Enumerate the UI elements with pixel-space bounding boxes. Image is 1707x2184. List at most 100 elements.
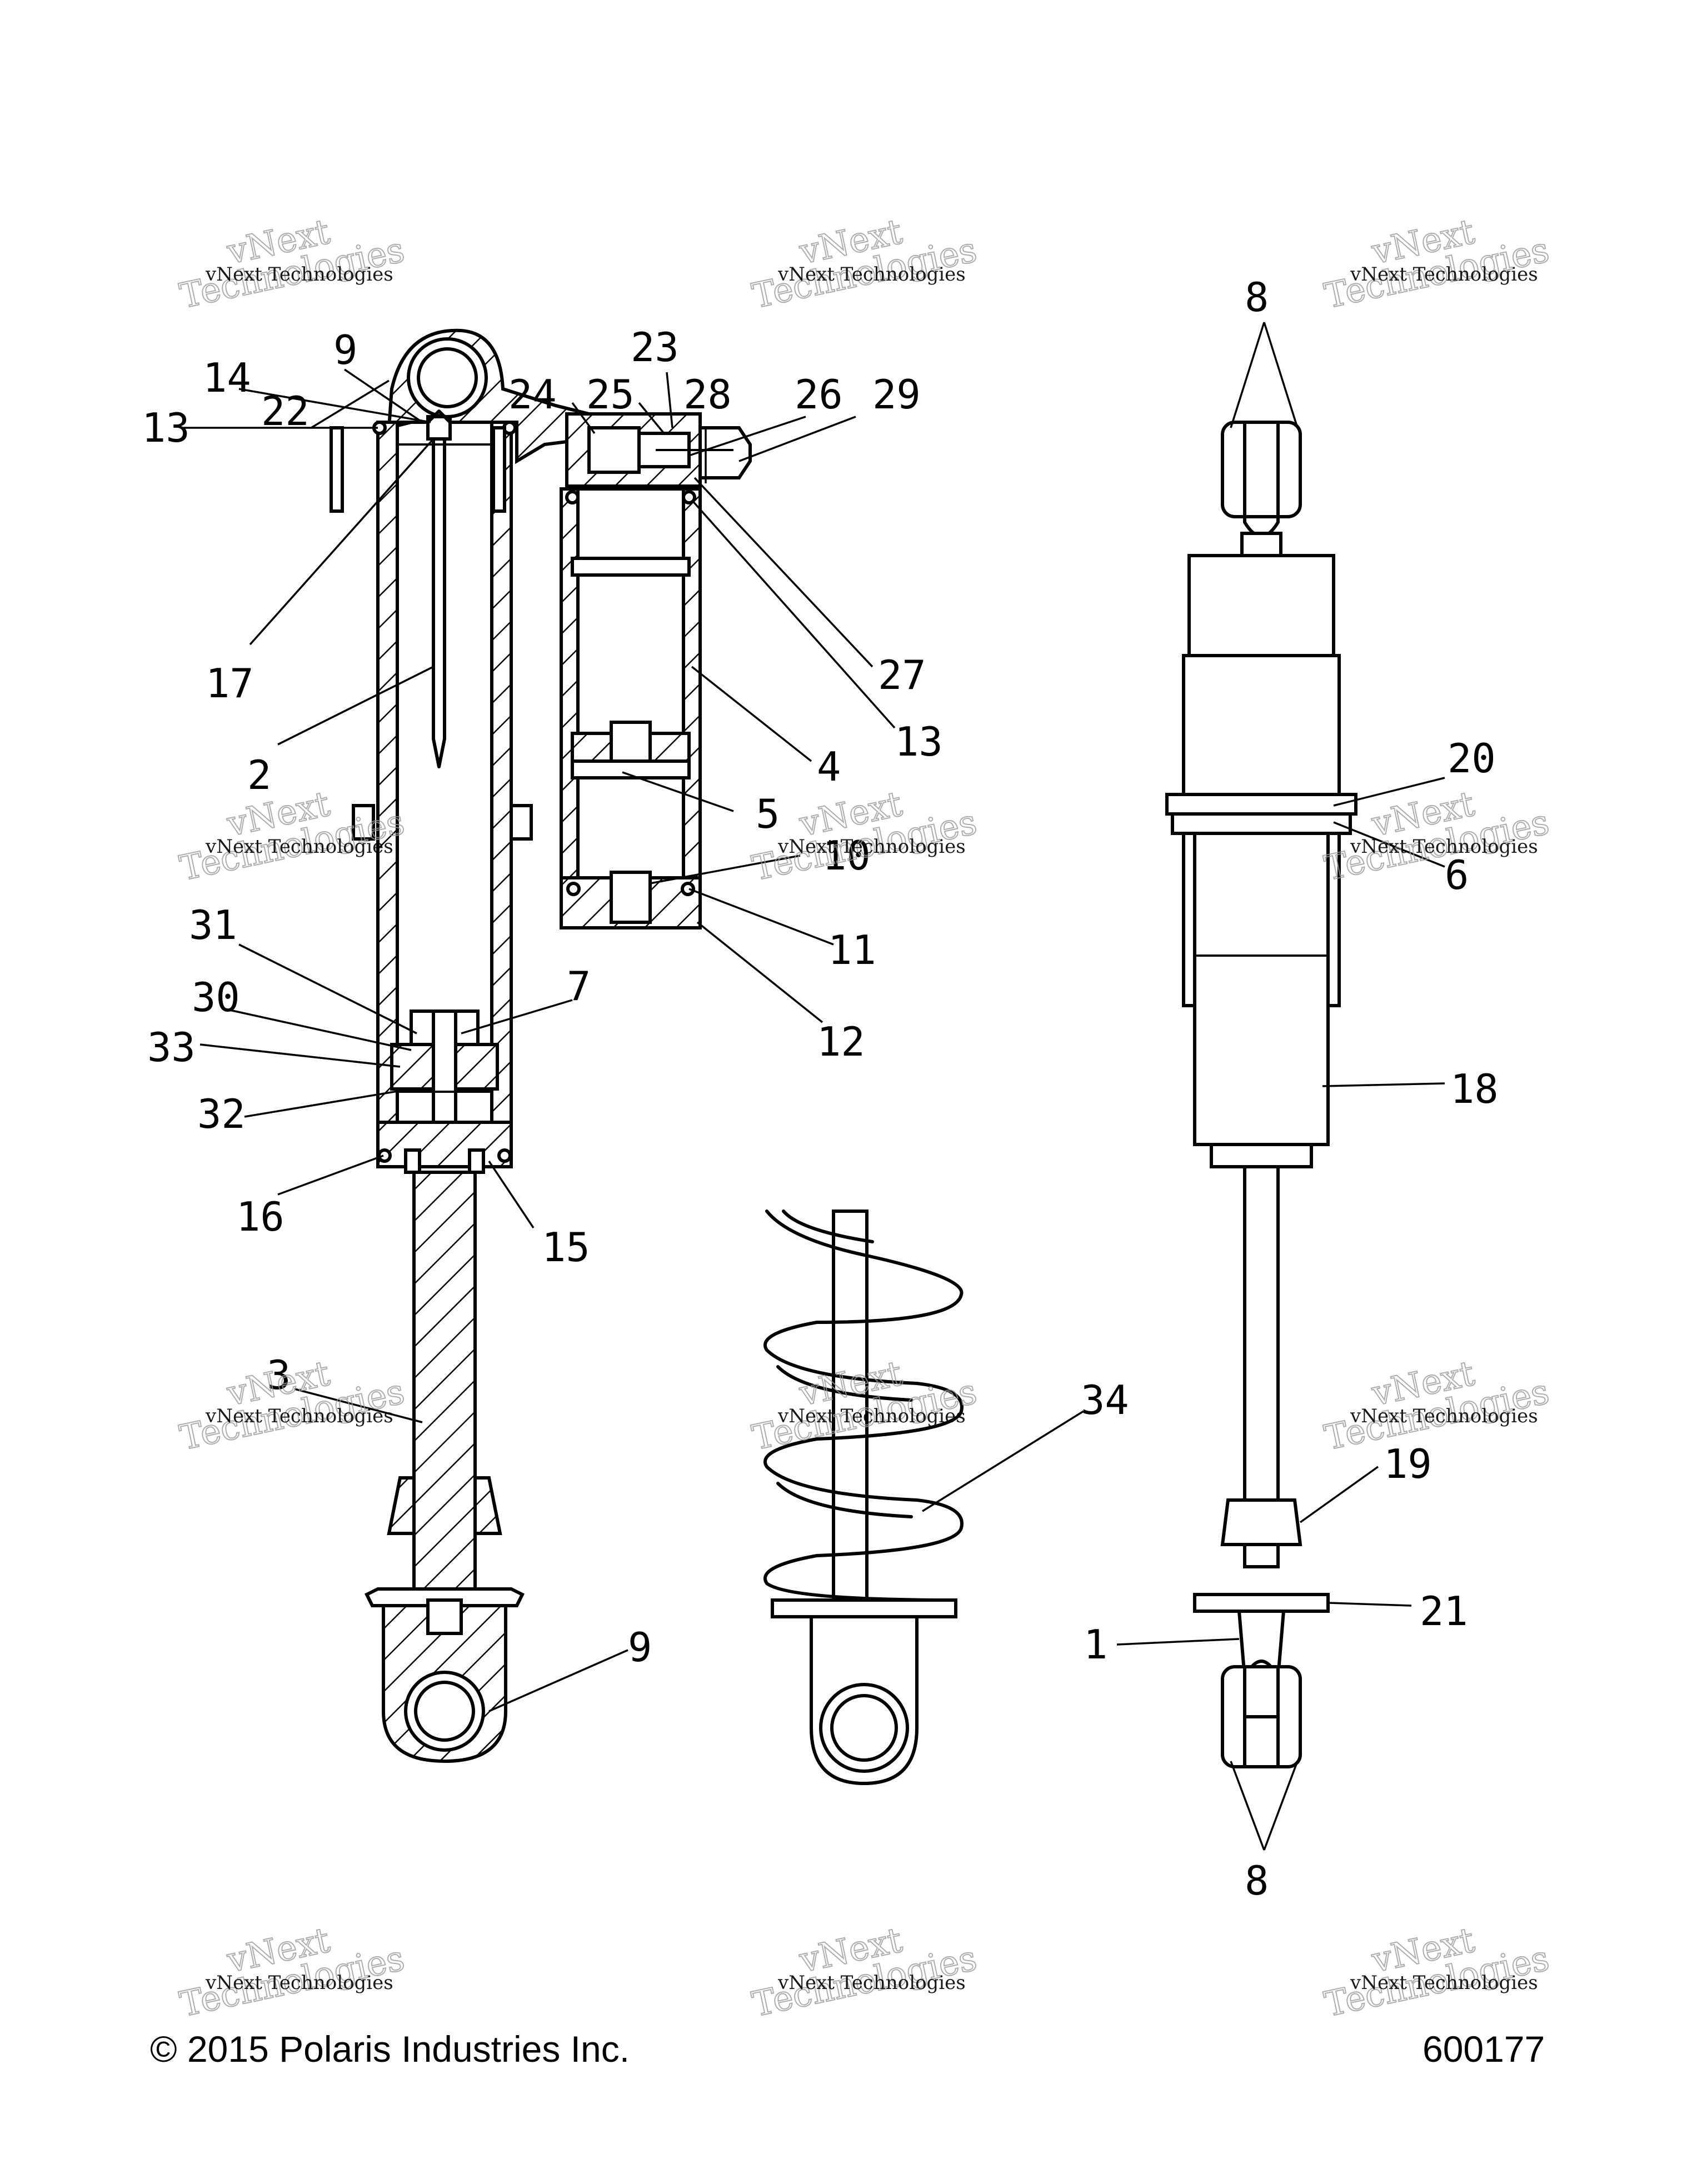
svg-text:vNext Technologies: vNext Technologies	[777, 836, 966, 858]
svg-text:vNext Technologies: vNext Technologies	[205, 263, 393, 286]
callout-14: 14	[203, 354, 251, 401]
sectioned-shock-view	[330, 328, 603, 1763]
callout-34: 34	[1081, 1377, 1129, 1423]
bumper-exterior	[1220, 1498, 1302, 1546]
callout-17: 17	[206, 660, 254, 707]
watermark-9: Technologies vNext vNext Technologies	[1320, 1352, 1553, 1459]
seal-head-o-ring-left	[377, 1148, 392, 1163]
callout-23: 23	[631, 324, 679, 371]
reservoir-wall-right	[682, 487, 702, 929]
reservoir-assembly	[560, 412, 752, 929]
callout-21: 21	[1420, 1588, 1468, 1635]
adjuster-spool	[587, 426, 641, 474]
callout-8-bottom: 8	[1245, 1857, 1269, 1904]
callout-15: 15	[542, 1224, 590, 1271]
cylinder-tab-left	[330, 426, 344, 513]
copyright-notice: © 2015 Polaris Industries Inc.	[150, 2028, 630, 2070]
adjuster-knob	[698, 426, 752, 479]
leader-lines	[183, 322, 1445, 1851]
watermark-4: Technologies vNext vNext Technologies	[176, 783, 408, 889]
callout-27: 27	[878, 652, 926, 698]
callout-2: 2	[247, 752, 271, 798]
body-cap	[1187, 554, 1335, 657]
cylinder-clip-left	[352, 804, 375, 841]
callout-7: 7	[567, 963, 591, 1009]
shaft-seal-left	[404, 1148, 421, 1174]
reservoir-schrader-valve	[610, 871, 652, 924]
watermark-3: Technologies vNext vNext Technologies	[1320, 211, 1553, 317]
svg-text:vNext Technologies: vNext Technologies	[1350, 1405, 1538, 1427]
bottom-eyelet-bore	[414, 1681, 475, 1742]
svg-text:vNext Technologies: vNext Technologies	[777, 1972, 966, 1994]
shaft-bumper	[387, 1476, 502, 1535]
cylinder-tab-right	[492, 426, 506, 513]
callout-9-bottom: 9	[628, 1624, 652, 1671]
piston-bolt	[432, 1009, 457, 1124]
callout-31: 31	[189, 902, 237, 948]
reservoir-wall-left	[560, 487, 580, 929]
callout-19: 19	[1384, 1441, 1432, 1487]
callout-32: 32	[197, 1091, 246, 1137]
svg-text:vNext Technologies: vNext Technologies	[205, 1972, 393, 1994]
svg-text:vNext Technologies: vNext Technologies	[205, 836, 393, 858]
spring-adjuster-collar	[1171, 812, 1352, 835]
coil-spring-view	[763, 1210, 964, 1786]
lower-retainer-exterior	[1193, 1593, 1330, 1613]
main-body-exterior	[1193, 832, 1330, 1146]
callout-26: 26	[795, 371, 843, 418]
callout-8-top: 8	[1245, 274, 1269, 321]
top-eyelet-bore	[417, 347, 478, 408]
svg-text:vNext Technologies: vNext Technologies	[1350, 263, 1538, 286]
callout-4: 4	[817, 743, 841, 790]
spring-lower-retainer	[771, 1598, 957, 1618]
callout-28: 28	[683, 371, 732, 418]
callout-22: 22	[261, 388, 310, 434]
callout-33: 33	[147, 1024, 196, 1071]
watermark-10: Technologies vNext vNext Technologies	[176, 1919, 408, 2026]
callout-1: 1	[1084, 1621, 1107, 1668]
exterior-shock-view	[1165, 421, 1357, 1768]
seal-head-o-ring-right	[497, 1148, 512, 1163]
callout-12: 12	[817, 1018, 865, 1065]
callout-25: 25	[586, 371, 635, 418]
shaft-end	[426, 1598, 463, 1635]
bottom-spring-retainer	[364, 1587, 525, 1607]
svg-text:vNext Technologies: vNext Technologies	[1350, 836, 1538, 858]
callout-labels: 8 8 9 22 14 13 17 2 24 25 23 28 26 29 27…	[142, 274, 1499, 1904]
callout-13-right: 13	[895, 718, 943, 765]
seal-cap-exterior	[1210, 1143, 1313, 1168]
callout-13-left: 13	[142, 404, 190, 451]
reservoir-body	[560, 487, 702, 929]
callout-5: 5	[756, 791, 780, 837]
callout-11: 11	[828, 927, 876, 973]
reservoir-divider	[571, 557, 691, 577]
callout-20: 20	[1448, 735, 1496, 782]
callout-10: 10	[822, 832, 871, 879]
callout-6: 6	[1445, 852, 1469, 898]
watermark-7: Technologies vNext vNext Technologies	[176, 1352, 408, 1459]
shaft	[412, 1171, 477, 1635]
callout-30: 30	[192, 974, 240, 1021]
top-eyelet-exterior	[1221, 421, 1302, 518]
seal-head	[376, 1121, 513, 1168]
shaft-seal-right	[468, 1148, 485, 1174]
callout-3: 3	[267, 1352, 291, 1398]
svg-text:vNext Technologies: vNext Technologies	[205, 1405, 393, 1427]
svg-text:vNext Technologies: vNext Technologies	[1350, 1972, 1538, 1994]
callout-16: 16	[236, 1193, 284, 1240]
svg-text:vNext Technologies: vNext Technologies	[777, 263, 966, 286]
watermark-2: Technologies vNext vNext Technologies	[748, 211, 981, 317]
coil-spring	[763, 1210, 964, 1602]
watermark-11: Technologies vNext vNext Technologies	[748, 1919, 981, 2026]
watermark-1: Technologies vNext vNext Technologies	[176, 211, 408, 317]
floating-piston-center	[610, 721, 652, 763]
svg-text:vNext Technologies: vNext Technologies	[777, 1405, 966, 1427]
callout-18: 18	[1450, 1066, 1499, 1112]
metering-rod	[432, 432, 446, 768]
callout-9-top: 9	[333, 327, 357, 373]
figure-number: 600177	[1422, 2028, 1545, 2070]
watermark-12: Technologies vNext vNext Technologies	[1320, 1919, 1553, 2026]
upper-body	[1182, 654, 1341, 813]
callout-29: 29	[872, 371, 921, 418]
